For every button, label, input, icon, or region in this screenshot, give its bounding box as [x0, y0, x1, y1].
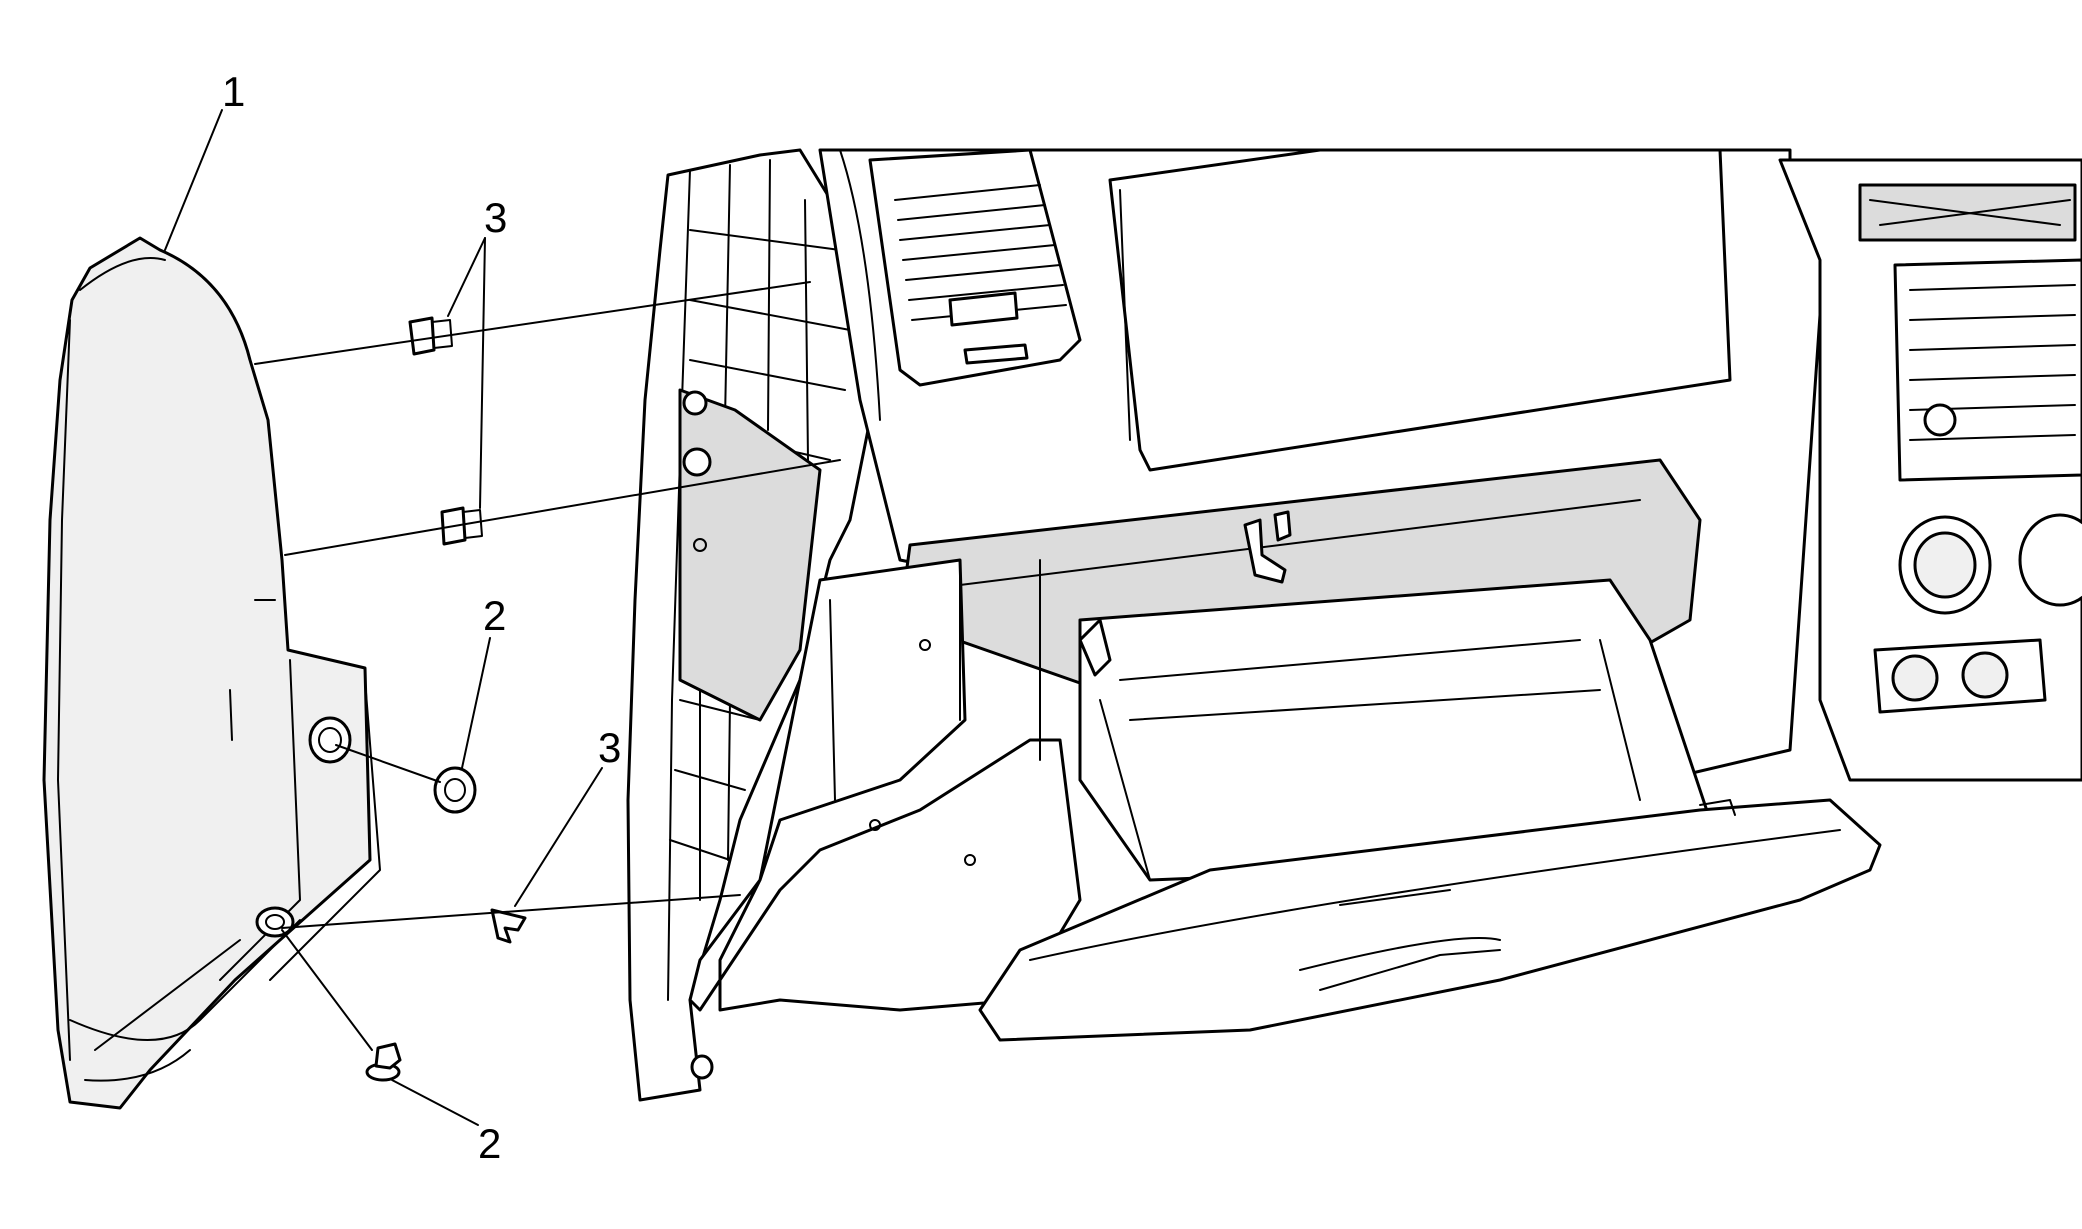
callout-3-lower: 3: [598, 724, 621, 771]
callout-2-upper: 2: [483, 592, 506, 639]
callout-2-lower: 2: [478, 1120, 501, 1167]
instrument-panel-end-trim-panel: [42, 236, 381, 1110]
retainer-clip-upper-a: [408, 316, 453, 356]
instrument-panel-assembly: [626, 148, 2082, 1102]
assembly-lines: [254, 281, 841, 1051]
push-pin-retainer-upper: [433, 766, 477, 814]
retainer-clip-upper-b: [440, 506, 483, 546]
retainer-clip-lower: [490, 908, 527, 944]
callout-3-upper: 3: [484, 194, 507, 241]
callout-leaders: [164, 109, 603, 1126]
callout-1: 1: [222, 68, 245, 115]
push-pin-retainer-lower: [365, 1042, 402, 1082]
